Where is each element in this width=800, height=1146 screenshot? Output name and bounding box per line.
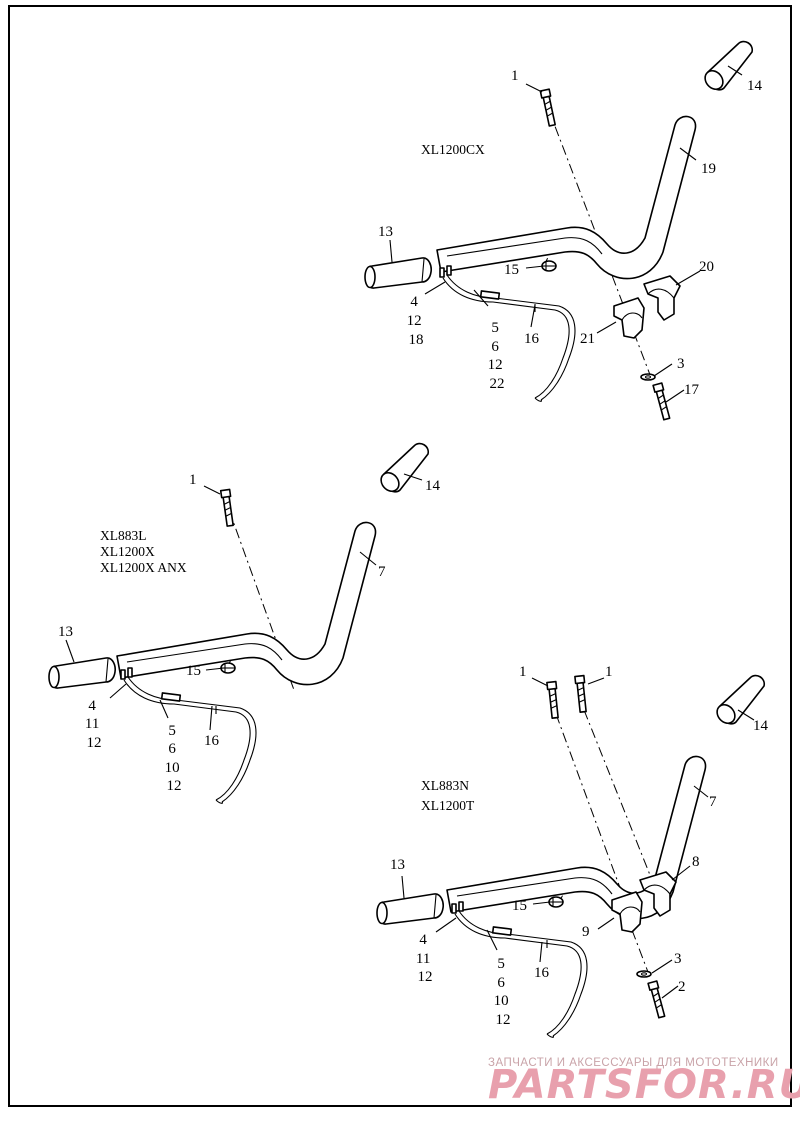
watermark-tagline: ЗАПЧАСТИ И АКСЕССУАРЫ ДЛЯ МОТОТЕХНИКИ [488,1057,779,1069]
model-label: XL1200CX [421,142,485,157]
washer [636,970,652,978]
screw-1-right [574,674,589,714]
callout-13: 13 [58,624,73,640]
callout-group-5: 5 6 10 12 [165,723,184,794]
callout-15: 15 [186,663,201,679]
screw-1-left [546,680,561,720]
callout-13: 13 [378,224,393,240]
callout-group-5: 5 6 10 12 [494,956,513,1028]
lower-clamp [613,297,645,339]
center-axis-line [228,509,295,691]
assembly-xl883l: XL883L XL1200X XL1200X ANX 1 14 7 13 15 … [48,442,441,805]
watermark: ЗАПЧАСТИ И АКСЕССУАРЫ ДЛЯ МОТОТЕХНИКИ PA… [488,1057,800,1108]
handlebar-19 [436,115,697,280]
callout-9: 9 [582,924,590,940]
callout-14: 14 [425,478,441,494]
model-label: XL883N XL1200T [421,778,475,813]
bolt-axis-line [631,929,649,973]
right-grip [376,442,430,496]
callout-16: 16 [534,965,550,981]
cable-clip [541,260,557,272]
left-grip [376,893,444,925]
assembly-xl1200cx: XL1200CX 1 14 19 13 15 20 21 3 17 16 4 1… [364,40,763,421]
left-grip [364,257,432,289]
callout-group-4: 4 11 12 [416,932,434,985]
callout-14: 14 [753,718,769,734]
callout-15: 15 [512,898,527,914]
right-axis-line [583,709,653,881]
callout-group-4: 4 11 12 [85,698,103,751]
upper-clamp [643,275,681,321]
screw-1 [539,88,558,128]
assembly-xl883n: XL883N XL1200T 1 1 14 7 13 15 8 9 3 2 16… [376,664,769,1039]
left-axis-line [555,713,627,905]
callout-1: 1 [511,68,519,84]
callout-16: 16 [524,331,540,347]
throttle-cable [120,667,257,805]
callout-16: 16 [204,733,220,749]
callout-21: 21 [580,331,595,347]
throttle-cable [439,265,576,403]
screw-1 [219,488,236,528]
callout-17: 17 [684,382,700,398]
bolt-17 [652,382,672,421]
left-grip [48,657,116,689]
diagram-frame [8,5,792,1107]
watermark-brand: PARTSFOR.RU [488,1062,800,1108]
lower-clamp [611,891,643,933]
throttle-cable [451,901,588,1039]
callout-group-4: 4 12 18 [407,294,426,348]
washer [640,373,656,381]
callout-1-right: 1 [605,664,613,680]
callout-3: 3 [677,356,685,372]
callout-group-5: 5 6 12 22 [488,320,507,392]
callout-1: 1 [189,472,197,488]
cable-clip [548,896,564,908]
callout-20: 20 [699,259,714,275]
callout-7: 7 [709,794,717,810]
bolt-2 [647,980,667,1019]
callout-3: 3 [674,951,682,967]
callout-8: 8 [692,854,700,870]
right-grip [700,40,754,94]
callout-2: 2 [678,979,686,995]
callout-1-left: 1 [519,664,527,680]
callout-13: 13 [390,857,405,873]
callout-15: 15 [504,262,519,278]
callout-14: 14 [747,78,763,94]
callout-19: 19 [701,161,716,177]
callout-7: 7 [378,564,386,580]
model-label: XL883L XL1200X XL1200X ANX [100,528,187,575]
